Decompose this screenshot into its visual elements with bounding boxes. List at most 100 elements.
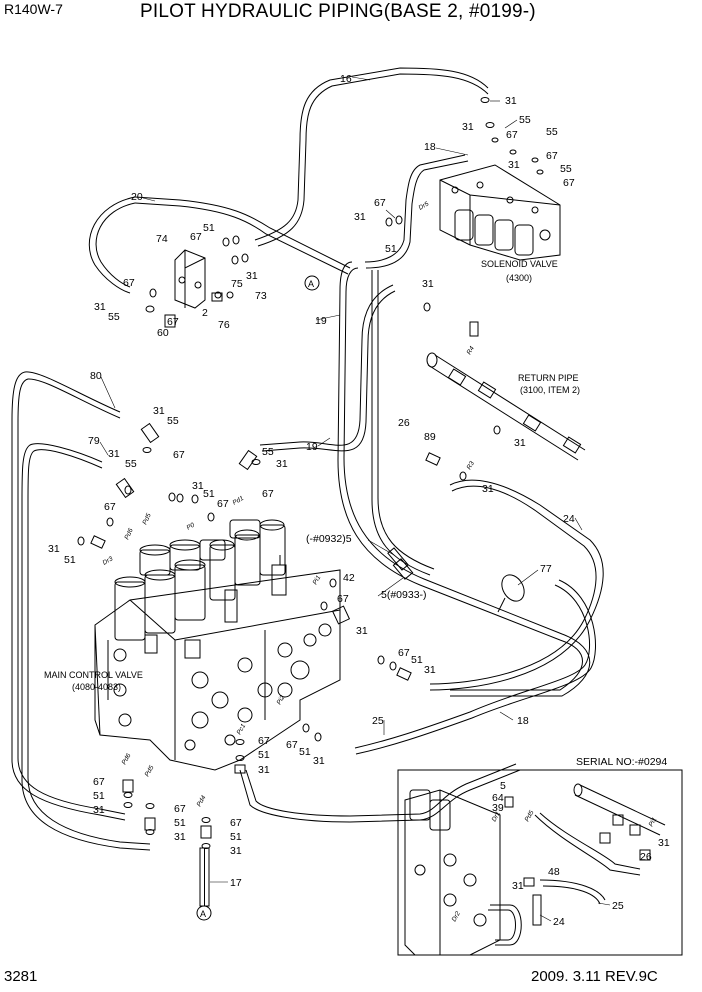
callout-51: 51: [258, 749, 270, 761]
callout-67: 67: [258, 735, 270, 747]
callout-67: 67: [167, 316, 179, 328]
callout-31: 31: [246, 270, 258, 282]
hose-pilot-bottom: [239, 763, 521, 823]
callout-51: 51: [174, 817, 186, 829]
callout-55: 55: [108, 311, 120, 323]
port-label: Dr5: [418, 200, 431, 211]
callout-25: 25: [612, 900, 624, 912]
callout-31: 31: [313, 755, 325, 767]
port-label: P0: [186, 522, 197, 532]
page-number: 3281: [4, 968, 38, 985]
callout-67: 67: [173, 449, 185, 461]
callout-31: 31: [276, 458, 288, 470]
hose-24: [429, 479, 604, 691]
callout-20: 20: [131, 191, 143, 203]
callout-31: 31: [508, 159, 520, 171]
solenoid-valve-label: SOLENOID VALVE: [481, 259, 558, 269]
port-label: Pd1: [232, 495, 246, 507]
callout-67: 67: [337, 593, 349, 605]
callout-67: 67: [104, 501, 116, 513]
main-control-valve-label: MAIN CONTROL VALVE: [44, 670, 143, 680]
callout-74: 74: [156, 233, 168, 245]
callout-67: 67: [506, 129, 518, 141]
hose-16: [254, 67, 489, 247]
callout-25: 25: [372, 715, 384, 727]
callout-67: 67: [230, 817, 242, 829]
hose-79: [21, 443, 151, 851]
callout-76: 76: [218, 319, 230, 331]
callout-31: 31: [108, 448, 120, 460]
callout-51: 51: [230, 831, 242, 843]
callout-67: 67: [374, 197, 386, 209]
serial-no-label: SERIAL NO:-#0294: [576, 756, 667, 768]
connector-a-top-label: A: [308, 279, 314, 289]
callout-60: 60: [157, 327, 169, 339]
callout-31: 31: [505, 95, 517, 107]
callout-77: 77: [540, 563, 552, 575]
port-label: R3: [466, 460, 476, 471]
callout-55: 55: [560, 163, 572, 175]
callout-55: 55: [167, 415, 179, 427]
callout-80: 80: [90, 370, 102, 382]
callout-31: 31: [230, 845, 242, 857]
callout-79: 79: [88, 435, 100, 447]
callout-5: 5: [500, 780, 506, 792]
model-number: R140W-7: [4, 1, 63, 17]
callout-31: 31: [94, 301, 106, 313]
labels: SOLENOID VALVE (4300) RETURN PIPE (3100,…: [44, 73, 670, 928]
callout-31: 31: [356, 625, 368, 637]
callout-19: 19: [306, 441, 318, 453]
hose-17: [199, 847, 210, 907]
callout-31: 31: [462, 121, 474, 133]
hose-80: [11, 371, 126, 821]
callout-51: 51: [385, 243, 397, 255]
callout-24: 24: [563, 513, 575, 525]
callout-19: 19: [315, 315, 327, 327]
date-revision: 2009. 3.11 REV.9C: [531, 968, 658, 985]
port-label: Pd4: [196, 794, 208, 808]
callout-51: 51: [299, 746, 311, 758]
solenoid-valve: [439, 164, 561, 261]
callout-31: 31: [424, 664, 436, 676]
callout-31: 31: [48, 543, 60, 555]
callout-75: 75: [231, 278, 243, 290]
connector-a-bottom-label: A: [200, 909, 206, 919]
callout-31: 31: [512, 880, 524, 892]
callout-67: 67: [190, 231, 202, 243]
callout-2: 2: [202, 307, 208, 319]
port-label: Pd5: [141, 512, 152, 526]
callout-26: 26: [398, 417, 410, 429]
port-label: Pd6: [123, 527, 134, 541]
callout-55: 55: [262, 446, 274, 458]
callout-64: 64: [492, 792, 504, 804]
callout-51: 51: [411, 654, 423, 666]
callout-51: 51: [203, 222, 215, 234]
callout-67: 67: [217, 498, 229, 510]
callout-51: 51: [64, 554, 76, 566]
block-2: [174, 249, 206, 309]
callout-31: 31: [93, 804, 105, 816]
callout-16: 16: [340, 73, 352, 85]
fittings: [77, 97, 544, 849]
callout-51: 51: [93, 790, 105, 802]
hose-19: [259, 284, 396, 452]
callout-55: 55: [546, 126, 558, 138]
callout-31: 31: [258, 764, 270, 776]
callout-26: 26: [640, 851, 652, 863]
return-pipe-label: RETURN PIPE: [518, 373, 579, 383]
callout-67: 67: [286, 739, 298, 751]
callout-67: 67: [262, 488, 274, 500]
callout-31: 31: [422, 278, 434, 290]
callout-67: 67: [123, 277, 135, 289]
inset-serial: [397, 769, 683, 956]
hose-20: [88, 196, 351, 294]
clamp-77: [497, 574, 525, 613]
main-control-valve: [94, 519, 341, 771]
callout-55: 55: [125, 458, 137, 470]
callout-31: 31: [153, 405, 165, 417]
port-label: Pi1: [648, 816, 659, 828]
port-label: Dr3: [102, 555, 115, 566]
port-label: Dr1: [491, 810, 502, 823]
